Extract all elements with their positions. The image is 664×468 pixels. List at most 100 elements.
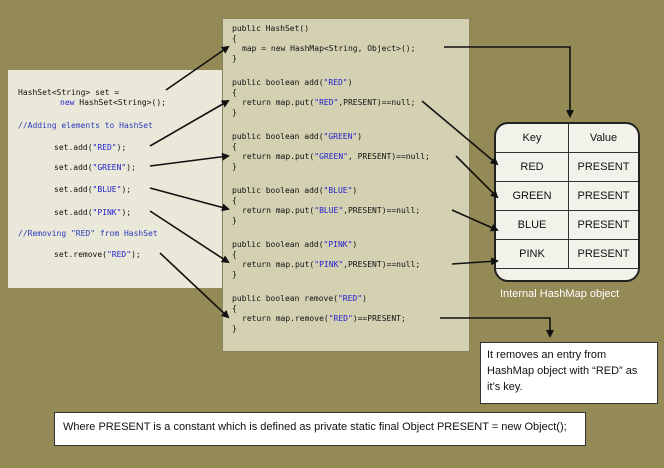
add-blue-sig-start: public boolean add( (232, 186, 324, 195)
left-new-keyword: new (60, 98, 75, 107)
remove-red-signature: public boolean remove("RED") (232, 294, 367, 304)
remove-red-body: return map.remove("RED")==PRESENT; (242, 314, 406, 324)
left-add-red: set.add("RED"); (54, 143, 126, 153)
add-blue-sig-arg: "BLUE" (323, 186, 353, 195)
remove-red-sig-end: ) (362, 294, 367, 303)
add-green-close-brace: } (232, 162, 237, 171)
ctor-close-brace: } (232, 54, 237, 63)
key-cell: PINK (496, 239, 569, 269)
remove-red-sig-arg: "RED" (337, 294, 363, 303)
key-cell: BLUE (496, 210, 569, 240)
add-blue-close-brace: } (232, 216, 237, 225)
add-pink-close-brace: } (232, 270, 237, 279)
left-remove-red-call: set.remove( (54, 250, 107, 259)
value-column-header: Value (568, 124, 638, 153)
add-blue-body-start: return map.put( (242, 206, 315, 215)
ctor-open-brace: { (232, 34, 237, 43)
key-cell: RED (496, 152, 569, 182)
add-green-open-brace: { (232, 142, 237, 151)
add-green-signature: public boolean add("GREEN") (232, 132, 362, 142)
left-add-green-call: set.add( (54, 163, 93, 172)
left-add-blue-call: set.add( (54, 185, 93, 194)
left-add-red-arg: "RED" (92, 143, 117, 152)
left-add-pink: set.add("PINK"); (54, 208, 131, 218)
left-remove-red-end: ); (131, 250, 141, 259)
left-add-blue-end: ); (121, 185, 132, 194)
add-blue-open-brace: { (232, 196, 237, 205)
table-row: BLUE PRESENT (496, 210, 638, 240)
left-add-red-end: ); (116, 143, 127, 152)
add-green-body-end: , PRESENT)==null; (347, 152, 430, 161)
add-red-body-start: return map.put( (242, 98, 315, 107)
add-pink-sig-start: public boolean add( (232, 240, 324, 249)
value-cell: PRESENT (568, 152, 638, 182)
add-red-body: return map.put("RED",PRESENT)==null; (242, 98, 415, 108)
left-add-green-arg: "GREEN" (92, 163, 127, 172)
add-red-sig-start: public boolean add( (232, 78, 324, 87)
add-pink-body-arg: "PINK" (314, 260, 344, 269)
add-red-close-brace: } (232, 108, 237, 117)
left-add-green-end: ); (126, 163, 136, 172)
add-red-sig-end: ) (347, 78, 353, 87)
key-cell: GREEN (496, 181, 569, 211)
add-pink-signature: public boolean add("PINK") (232, 240, 357, 250)
add-green-body-start: return map.put( (242, 152, 315, 161)
add-red-sig-arg: "RED" (323, 78, 348, 87)
left-line-declaration: HashSet<String> set = (18, 88, 120, 97)
add-red-signature: public boolean add("RED") (232, 78, 352, 88)
hashmap-table: Key Value RED PRESENT GREEN PRESENT BLUE… (496, 124, 638, 269)
table-row: RED PRESENT (496, 152, 638, 182)
remove-red-open-brace: { (232, 304, 237, 313)
hashmap-caption: Internal HashMap object (500, 288, 620, 300)
left-new-rest: HashSet<String>(); (79, 98, 166, 107)
add-red-body-arg: "RED" (314, 98, 339, 107)
remove-red-body-arg: "RED" (328, 314, 353, 323)
add-pink-body-end: ,PRESENT)==null; (343, 260, 421, 269)
add-green-body: return map.put("GREEN", PRESENT)==null; (242, 152, 430, 162)
add-green-sig-start: public boolean add( (232, 132, 324, 141)
add-green-body-arg: "GREEN" (314, 152, 348, 161)
key-column-header: Key (496, 124, 569, 153)
remove-red-sig-start: public boolean remove( (232, 294, 338, 303)
ctor-body: map = new HashMap<String, Object>(); (242, 44, 416, 53)
left-add-red-call: set.add( (54, 143, 93, 152)
left-line-new: new HashSet<String>(); (60, 98, 166, 108)
value-cell: PRESENT (568, 239, 638, 269)
remove-red-body-start: return map.remove( (242, 314, 329, 323)
add-red-body-end: ,PRESENT)==null; (338, 98, 416, 107)
add-pink-body: return map.put("PINK",PRESENT)==null; (242, 260, 420, 270)
present-definition-footer: Where PRESENT is a constant which is def… (54, 412, 586, 446)
add-blue-body: return map.put("BLUE",PRESENT)==null; (242, 206, 420, 216)
left-add-pink-end: ); (121, 208, 132, 217)
hashmap-header-row: Key Value (496, 124, 638, 153)
remove-explanation-note: It removes an entry from HashMap object … (480, 342, 658, 404)
remove-red-close-brace: } (232, 324, 237, 333)
add-blue-sig-end: ) (352, 186, 358, 195)
left-add-pink-call: set.add( (54, 208, 93, 217)
left-comment-remove: //Removing "RED" from HashSet (18, 229, 158, 238)
add-green-sig-end: ) (357, 132, 363, 141)
ctor-signature: public HashSet() (232, 24, 310, 33)
add-pink-body-start: return map.put( (242, 260, 315, 269)
add-green-sig-arg: "GREEN" (323, 132, 358, 141)
add-blue-body-arg: "BLUE" (314, 206, 344, 215)
add-pink-sig-end: ) (352, 240, 358, 249)
remove-red-body-end: )==PRESENT; (352, 314, 406, 323)
hashset-source-panel (222, 18, 470, 352)
left-remove-red-arg: "RED" (106, 250, 132, 259)
left-add-blue-arg: "BLUE" (92, 185, 122, 194)
value-cell: PRESENT (568, 181, 638, 211)
left-remove-red: set.remove("RED"); (54, 250, 141, 260)
add-blue-signature: public boolean add("BLUE") (232, 186, 357, 196)
internal-hashmap-box: Key Value RED PRESENT GREEN PRESENT BLUE… (494, 122, 640, 282)
value-cell: PRESENT (568, 210, 638, 240)
add-pink-sig-arg: "PINK" (323, 240, 353, 249)
left-add-green: set.add("GREEN"); (54, 163, 136, 173)
table-row: PINK PRESENT (496, 239, 638, 269)
left-add-blue: set.add("BLUE"); (54, 185, 131, 195)
table-row: GREEN PRESENT (496, 181, 638, 211)
add-red-open-brace: { (232, 88, 237, 97)
left-add-pink-arg: "PINK" (92, 208, 122, 217)
add-pink-open-brace: { (232, 250, 237, 259)
add-blue-body-end: ,PRESENT)==null; (343, 206, 421, 215)
